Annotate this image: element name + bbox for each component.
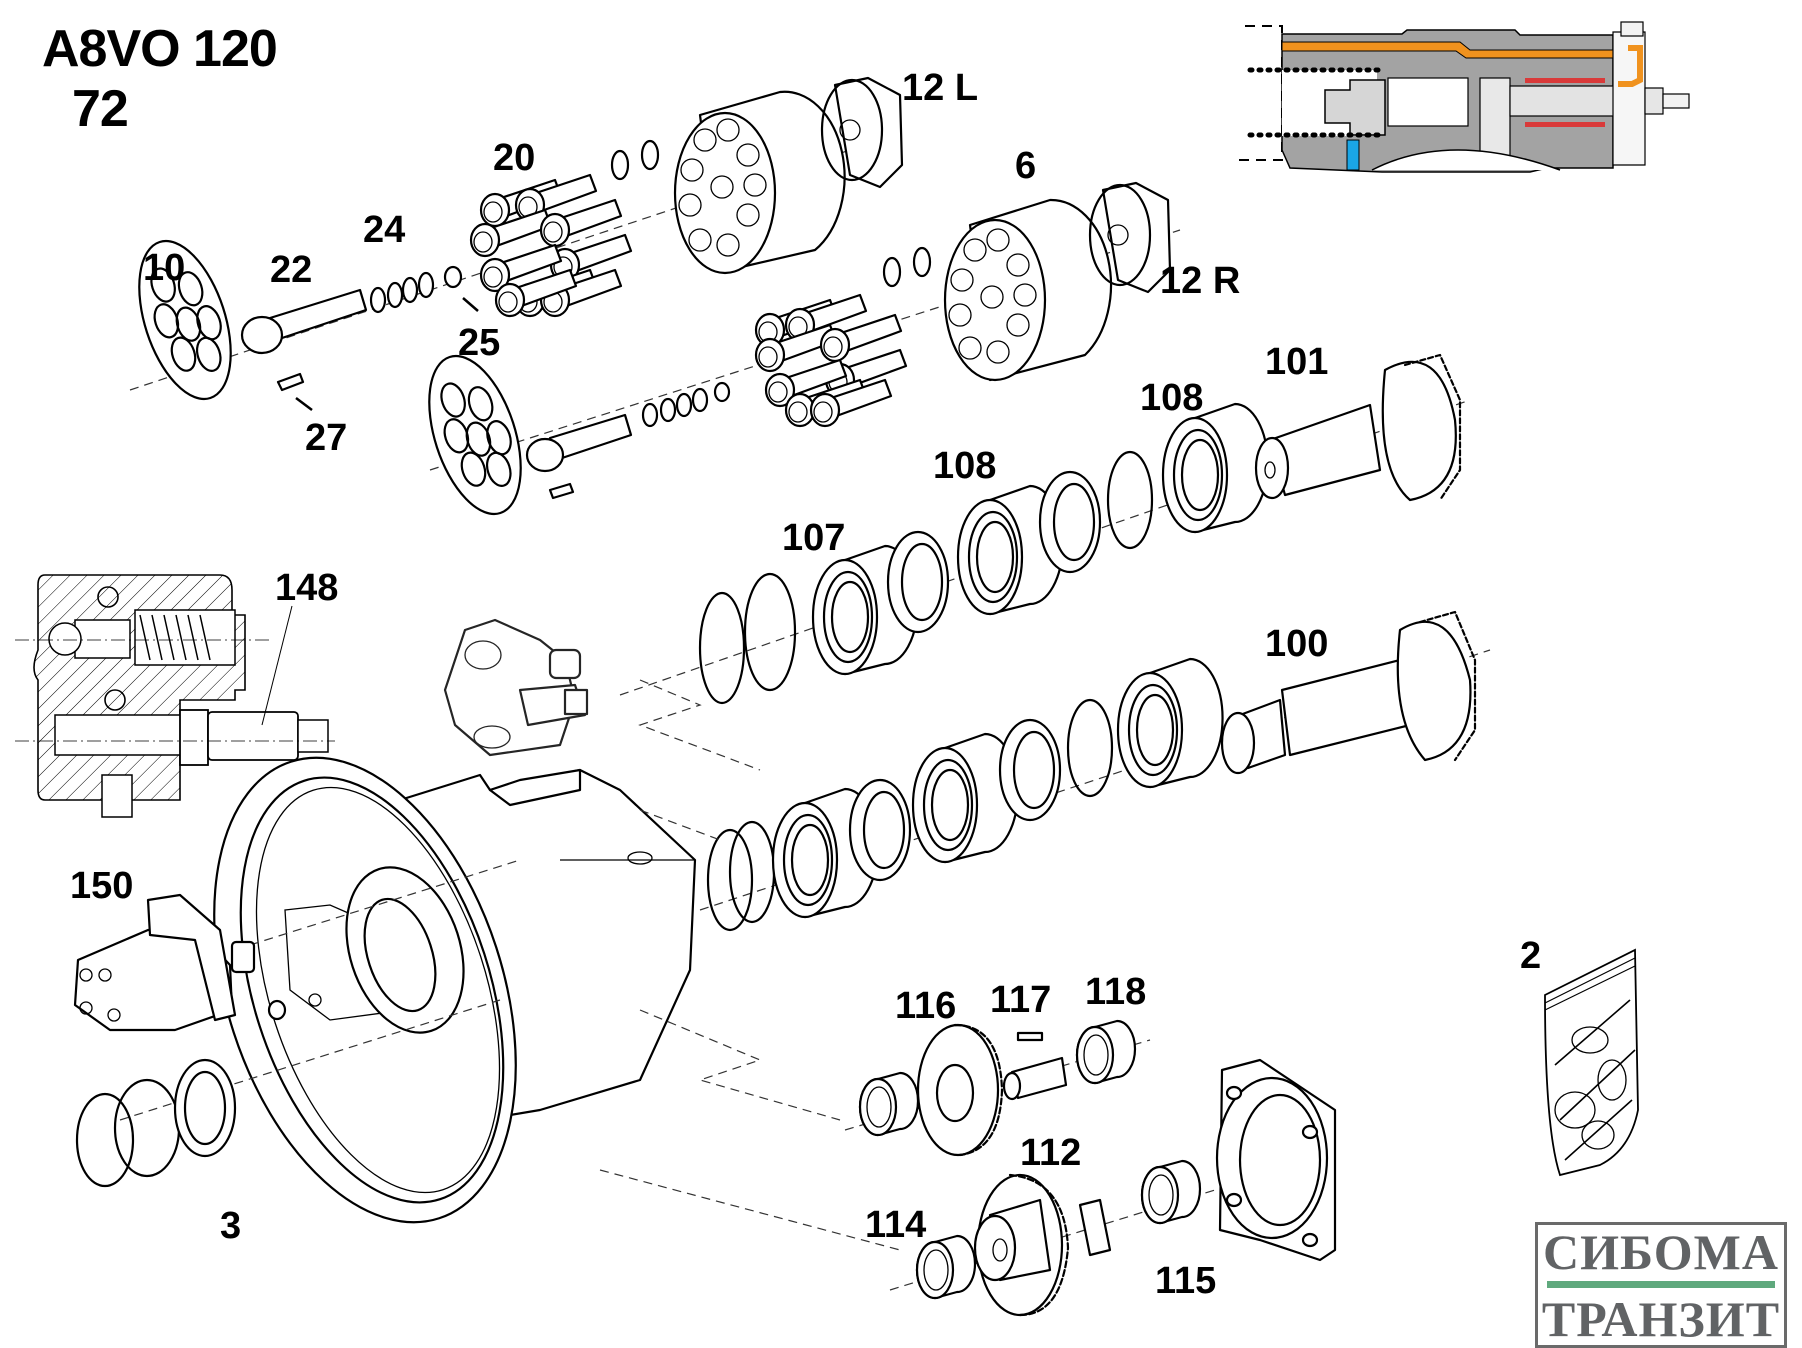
label-107: 107 <box>782 517 845 559</box>
label-112: 112 <box>1020 1132 1081 1174</box>
label-118: 118 <box>1085 971 1146 1013</box>
logo-line-2: ТРАНЗИТ <box>1541 1290 1781 1347</box>
assembly-guides <box>599 679 901 1251</box>
label-2: 2 <box>1520 935 1541 977</box>
label-20: 20 <box>493 137 535 179</box>
cross-section-detail <box>1235 21 1690 173</box>
label-24: 24 <box>363 209 405 251</box>
valve-block-3d <box>443 618 589 757</box>
rotating-group-upper <box>129 76 904 411</box>
upper-shaft-assembly <box>619 353 1471 705</box>
label-114: 114 <box>865 1204 926 1246</box>
gear-train <box>844 1019 1337 1317</box>
label-117: 117 <box>990 979 1051 1021</box>
diagram-title: A8VO 120 <box>42 20 277 78</box>
lower-shaft-assembly <box>699 610 1491 932</box>
logo-line-1: СИБОМА <box>1543 1223 1779 1280</box>
label-100: 100 <box>1265 623 1328 665</box>
label-116: 116 <box>895 985 956 1027</box>
diagram-subtitle: 72 <box>72 80 128 138</box>
label-12l: 12 L <box>902 67 978 109</box>
label-115: 115 <box>1155 1260 1216 1302</box>
label-25: 25 <box>458 322 500 364</box>
label-108-middle: 108 <box>933 445 996 487</box>
label-22: 22 <box>270 249 312 291</box>
pump-housing <box>119 756 697 1224</box>
shaft-seal-set-part <box>75 1058 237 1188</box>
label-10: 10 <box>143 247 185 289</box>
label-150: 150 <box>70 865 133 907</box>
label-6: 6 <box>1015 145 1036 187</box>
auxiliary-pump-part <box>73 893 256 1032</box>
rotating-group-lower <box>428 181 1181 516</box>
label-101: 101 <box>1265 341 1328 383</box>
part-labels: 12 L 20 6 24 10 22 12 R 25 101 27 108 10… <box>70 67 1541 1302</box>
label-108-upper: 108 <box>1140 377 1203 419</box>
label-148: 148 <box>275 567 338 609</box>
pressure-control-valve-section <box>15 574 335 818</box>
seal-kit-bag <box>1544 948 1639 1177</box>
label-3: 3 <box>220 1205 241 1247</box>
logo-divider-bar <box>1547 1280 1775 1288</box>
label-12r: 12 R <box>1160 260 1240 302</box>
company-logo: СИБОМА ТРАНЗИТ <box>1535 1222 1787 1348</box>
label-27: 27 <box>305 417 347 459</box>
